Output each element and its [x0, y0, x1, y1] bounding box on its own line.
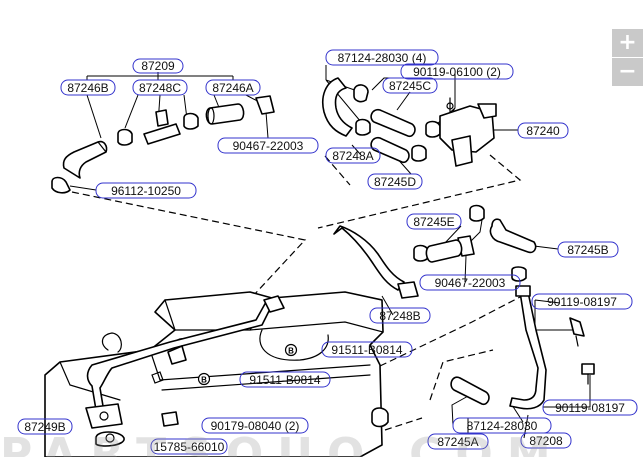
svg-text:96112-10250: 96112-10250: [111, 184, 181, 198]
part-label-87209[interactable]: 87209: [132, 58, 184, 74]
part-label-87248A[interactable]: 87248A: [325, 147, 381, 164]
part-label-87248B[interactable]: 87248B: [369, 307, 431, 324]
hose-87245C: [370, 108, 416, 138]
svg-text:91511-B0814: 91511-B0814: [249, 373, 321, 387]
svg-text:B: B: [201, 376, 207, 385]
part-label-87245A[interactable]: 87245A: [427, 433, 489, 450]
part-label-90119-06100-2[interactable]: 90119-06100 (2): [400, 63, 514, 80]
part-label-87246A[interactable]: 87246A: [205, 79, 261, 96]
svg-text:87245B: 87245B: [567, 243, 608, 257]
part-label-90119-08197-b[interactable]: 90119-08197: [542, 399, 638, 416]
part-label-90467-22003-top[interactable]: 90467-22003: [217, 137, 319, 154]
gasket-clamp-bottom: [95, 407, 389, 447]
svg-text:87245C: 87245C: [389, 79, 431, 93]
hose-87248A: [322, 77, 353, 137]
part-label-15785-66010[interactable]: 15785-66010: [150, 438, 228, 455]
pipe-87248B: [333, 225, 419, 299]
part-label-90467-22003-mid[interactable]: 90467-22003: [419, 274, 521, 291]
svg-text:87240: 87240: [526, 124, 560, 138]
svg-text:B: B: [288, 347, 294, 356]
part-label-87208[interactable]: 87208: [520, 432, 572, 449]
engine-block: [44, 291, 384, 457]
bypass-pipe: [85, 295, 285, 429]
svg-text:87246B: 87246B: [67, 81, 108, 95]
svg-text:87208: 87208: [529, 434, 563, 448]
svg-text:90119-08197: 90119-08197: [555, 401, 625, 415]
part-label-87124-28030[interactable]: 87124-28030: [452, 417, 552, 434]
tee-87248C: [143, 109, 199, 145]
part-label-87245B[interactable]: 87245B: [557, 241, 619, 258]
svg-text:87245A: 87245A: [437, 435, 478, 449]
part-label-87124-28030-4[interactable]: 87124-28030 (4): [325, 49, 439, 66]
part-label-87248C[interactable]: 87248C: [132, 79, 188, 96]
bolts: [569, 317, 595, 385]
plug-b-icon: B: [284, 343, 298, 357]
hose-87245D: [370, 136, 410, 164]
part-label-87240[interactable]: 87240: [517, 122, 569, 139]
svg-text:87245D: 87245D: [374, 175, 416, 189]
part-labels: 87209 87246B 87248C 87246A 90467-22003 9…: [17, 49, 638, 455]
hose-87245A: [450, 376, 490, 406]
svg-text:87209: 87209: [141, 59, 175, 73]
part-label-87245E[interactable]: 87245E: [406, 213, 462, 230]
part-label-96112-10250[interactable]: 96112-10250: [95, 182, 197, 199]
hose-87246A: [205, 95, 275, 125]
svg-text:87248B: 87248B: [379, 309, 420, 323]
plug-b-icon: B: [197, 372, 211, 386]
part-label-91511-B0814-a[interactable]: 91511-B0814: [321, 341, 413, 358]
hose-87245B: [489, 218, 537, 254]
svg-text:15785-66010: 15785-66010: [154, 440, 225, 454]
hose-87245E: [425, 239, 463, 263]
zoom-out-button[interactable]: −: [612, 57, 643, 86]
part-label-87249B[interactable]: 87249B: [17, 418, 73, 435]
svg-text:90467-22003: 90467-22003: [233, 139, 304, 153]
svg-text:87248A: 87248A: [332, 149, 373, 163]
guide-lines: [71, 154, 523, 431]
svg-text:91511-B0814: 91511-B0814: [331, 343, 403, 357]
svg-text:87124-28030: 87124-28030: [467, 419, 538, 433]
part-label-91511-B0814-b[interactable]: 91511-B0814: [239, 371, 331, 388]
watermark: PARTSOUQ.COM: [0, 433, 643, 457]
part-label-87245C[interactable]: 87245C: [382, 77, 438, 94]
zoom-in-button[interactable]: +: [612, 29, 643, 57]
valve-87240: [439, 97, 497, 167]
clamps-center: [353, 84, 441, 162]
part-label-87246B[interactable]: 87246B: [60, 79, 116, 96]
svg-text:87249B: 87249B: [24, 420, 65, 434]
svg-text:90467-22003: 90467-22003: [435, 276, 506, 290]
svg-text:90179-08040 (2): 90179-08040 (2): [211, 419, 300, 433]
hose-87246B: [62, 140, 108, 179]
svg-text:90119-06100 (2): 90119-06100 (2): [413, 65, 501, 79]
clamp-left: [51, 128, 133, 194]
svg-text:87124-28030 (4): 87124-28030 (4): [338, 51, 427, 65]
part-label-90119-08197-a[interactable]: 90119-08197: [531, 293, 633, 310]
pipe-87208: [509, 285, 547, 410]
svg-text:87248C: 87248C: [139, 81, 181, 95]
svg-text:90119-08197: 90119-08197: [547, 295, 617, 309]
part-label-87245D[interactable]: 87245D: [367, 173, 423, 190]
part-label-90179-08040-2[interactable]: 90179-08040 (2): [201, 417, 309, 434]
svg-text:87245E: 87245E: [413, 215, 454, 229]
svg-text:87246A: 87246A: [212, 81, 253, 95]
